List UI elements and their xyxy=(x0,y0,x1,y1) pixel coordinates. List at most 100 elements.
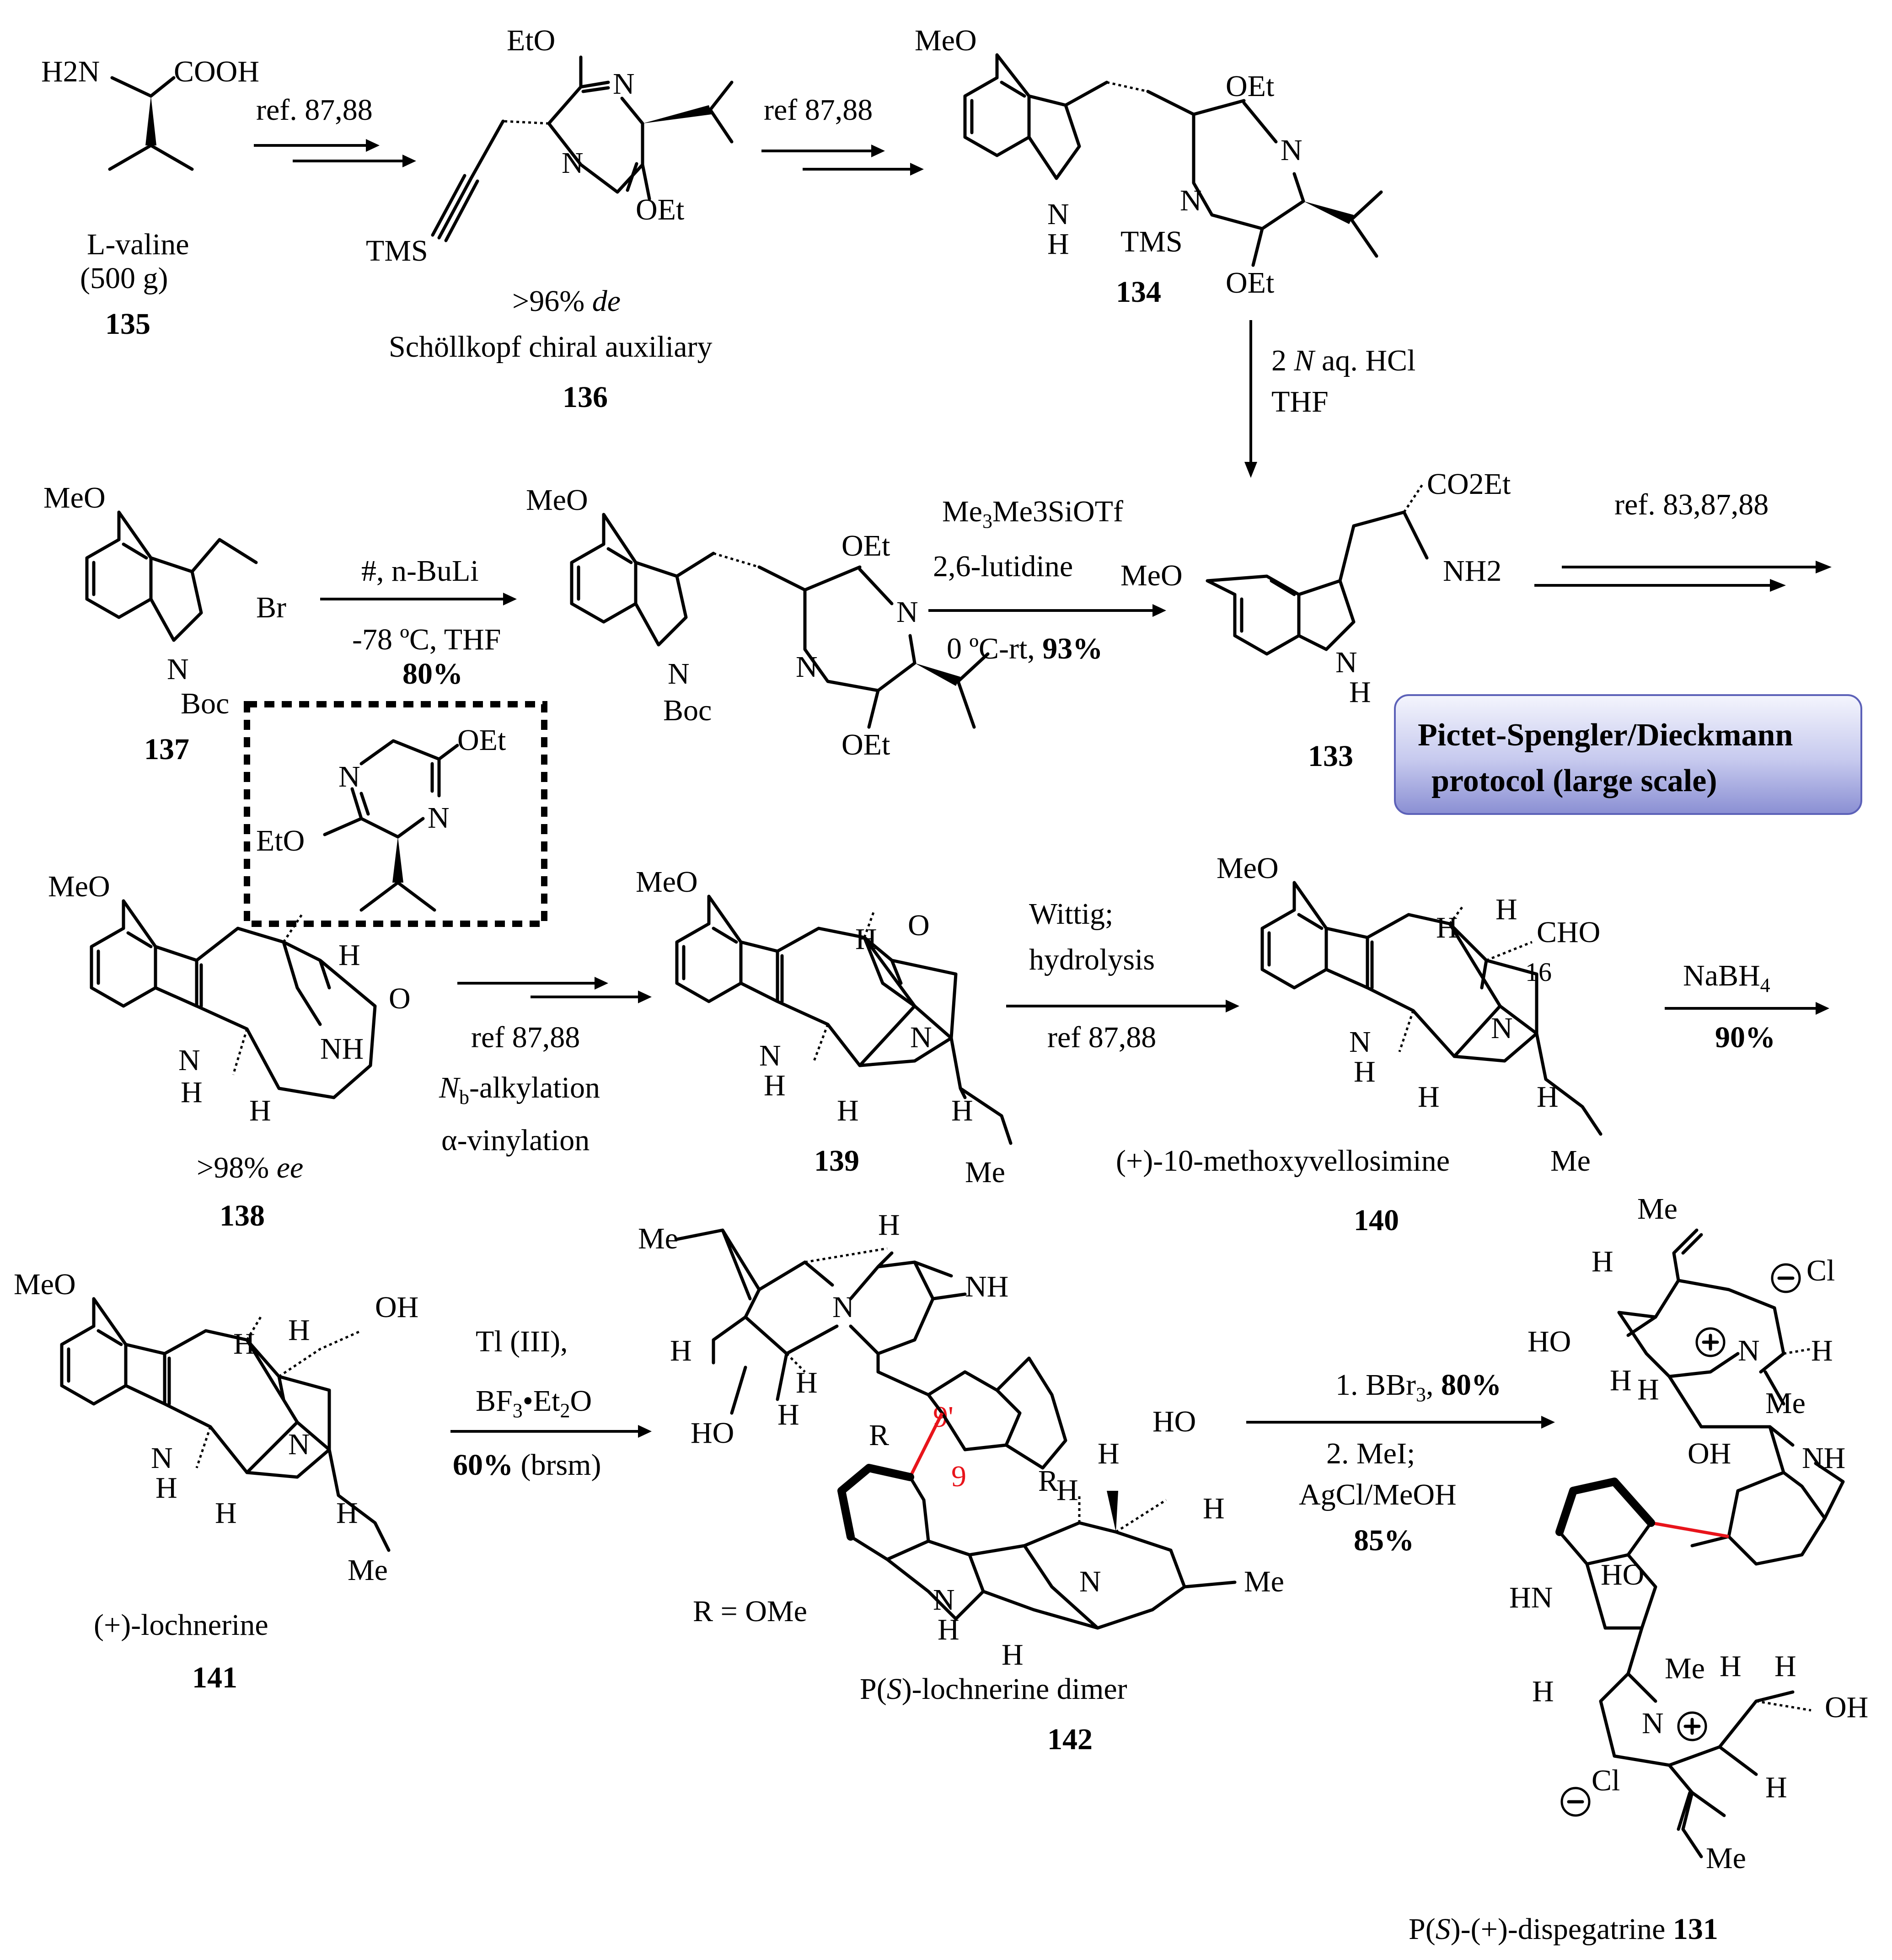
r-substituent: R xyxy=(1038,1464,1058,1498)
arrow-1: ref. 87,88 xyxy=(254,93,416,167)
ee-value: >98% ee xyxy=(197,1151,303,1184)
hydrogen-label: H xyxy=(288,1313,310,1347)
conditions-label: -78 ºC, THF xyxy=(352,623,501,656)
arrow-11: 1. BBr3, 80% 2. MeI; AgCl/MeOH 85% xyxy=(1246,1368,1555,1557)
arrow-4: #, n-BuLi -78 ºC, THF 80% xyxy=(320,554,517,691)
methoxy-label: MeO xyxy=(43,481,106,514)
compound-141: MeO H H OH N N H H H Me (+)-lochnerine 1… xyxy=(14,1268,418,1694)
reagent-label: hydrolysis xyxy=(1029,943,1155,976)
hydroxyl-label: OH xyxy=(1688,1437,1731,1470)
hydrogen-label: H xyxy=(1495,893,1517,926)
methoxy-label: MeO xyxy=(526,483,588,517)
de-value: >96% de xyxy=(512,284,621,318)
position-9: 9 xyxy=(951,1460,966,1493)
positive-charge-icon xyxy=(1695,1327,1726,1357)
ethoxy-bottom: OEt xyxy=(636,193,684,226)
ketone-oxygen: O xyxy=(389,982,411,1015)
arrow-6: ref. 83,87,88 xyxy=(1534,488,1832,592)
indole-hydrogen: H xyxy=(938,1613,959,1646)
reference-label: ref 87,88 xyxy=(1047,1021,1156,1054)
hydroxyl-label: HO xyxy=(691,1416,734,1450)
bridge-nitrogen: N xyxy=(832,1291,854,1324)
amine-label: NH2 xyxy=(1443,554,1501,588)
protocol-callout: Pictet-Spengler/Dieckmann protocol (larg… xyxy=(1394,694,1862,815)
compound-139: MeO O H N N H H H Me 139 xyxy=(636,865,1013,1189)
tms-label: TMS xyxy=(1120,225,1183,258)
ethoxy-bottom: OEt xyxy=(841,728,890,761)
chloride-label: Cl xyxy=(1806,1254,1835,1287)
indole-hydrogen: H xyxy=(155,1471,177,1505)
hydrogen-label: H xyxy=(336,1496,358,1530)
indole-nitrogen: N xyxy=(151,1441,173,1475)
bridge-nitrogen: N xyxy=(1079,1565,1101,1598)
hydroxyl-label: OH xyxy=(375,1291,418,1324)
amine-label: H2N xyxy=(41,55,100,88)
reagent-label: #, n-BuLi xyxy=(361,554,479,588)
methoxy-label: MeO xyxy=(1217,851,1279,885)
ester-label: CO2Et xyxy=(1427,467,1511,501)
ammonium-nitrogen: N xyxy=(1642,1707,1664,1740)
indole-nitrogen: N xyxy=(178,1044,200,1077)
hydrogen-label: H xyxy=(1774,1649,1796,1683)
compound-number: 139 xyxy=(814,1144,859,1178)
compound-number: 137 xyxy=(144,733,189,766)
compound-number: 138 xyxy=(220,1199,265,1232)
arrow-label: ref. 87,88 xyxy=(256,93,373,127)
hydrogen-label: H xyxy=(1056,1473,1078,1507)
ring-nitrogen: N xyxy=(1281,134,1302,167)
hydrogen-label: H xyxy=(855,922,877,956)
callout-line-2: protocol (large scale) xyxy=(1431,763,1717,798)
lewis-acid-label: BF3•Et2O xyxy=(476,1384,592,1422)
arrow-7: ref 87,88 Nb-alkylation α-vinylation xyxy=(439,977,652,1157)
hydrogen-label: H xyxy=(233,1327,255,1360)
bromide-label: Br xyxy=(256,591,286,624)
arrow-9: NaBH4 90% xyxy=(1665,959,1829,1054)
methyl-label: Me xyxy=(1244,1565,1284,1598)
hydrogen-label: H xyxy=(1610,1364,1632,1397)
callout-line-1: Pictet-Spengler/Dieckmann xyxy=(1418,718,1793,753)
ethoxy-right: OEt xyxy=(457,723,506,757)
indole-nitrogen: N xyxy=(167,653,189,686)
hydrogen-label: H xyxy=(1811,1334,1833,1367)
aldehyde-label: CHO xyxy=(1537,916,1600,949)
indole-nitrogen: N xyxy=(933,1583,955,1617)
negative-charge-icon xyxy=(1771,1263,1801,1293)
hydrogen-label: H xyxy=(670,1334,692,1367)
reagent-label: NaBH4 xyxy=(1683,959,1770,996)
boc-label: Boc xyxy=(181,687,229,720)
hydrogen-label: H xyxy=(777,1398,799,1431)
methoxy-label: MeO xyxy=(48,870,110,903)
n-methyl-label: Me xyxy=(1665,1652,1705,1685)
yield-label: 85% xyxy=(1354,1524,1414,1557)
auxiliary-inset: OEt EtO N N xyxy=(244,701,547,927)
auxiliary-name: Schöllkopf chiral auxiliary xyxy=(389,330,712,364)
hydroxyl-label: HO xyxy=(1528,1325,1571,1358)
compound-number: 142 xyxy=(1047,1723,1093,1756)
bridge-nitrogen: N xyxy=(1491,1012,1513,1045)
indole-hydrogen: H xyxy=(764,1069,786,1102)
compound-name: L-valine xyxy=(87,228,189,261)
step-1-label: 1. BBr3, 80% xyxy=(1335,1368,1501,1406)
callout-background xyxy=(1394,694,1862,815)
vinylation-label: α-vinylation xyxy=(441,1124,590,1157)
ethoxy-left: EtO xyxy=(256,824,305,857)
ethoxy-top: OEt xyxy=(1226,70,1274,103)
arrow-3: 2 N aq. HCl THF xyxy=(1244,320,1415,478)
hydrogen-label: H xyxy=(878,1208,900,1242)
compound-number: 133 xyxy=(1308,739,1353,773)
indole-hydrogen: H xyxy=(181,1076,203,1109)
methyl-label: Me xyxy=(638,1222,678,1255)
hydrogen-label: H xyxy=(951,1094,973,1127)
scale-label: (500 g) xyxy=(80,262,168,295)
yield-label: 60% (brsm) xyxy=(453,1448,601,1482)
ethoxy-bottom: OEt xyxy=(1226,266,1274,300)
arrow-label: ref. 83,87,88 xyxy=(1614,488,1769,521)
ammonium-nitrogen: N xyxy=(1738,1334,1760,1367)
hydrogen-label: H xyxy=(1637,1373,1659,1406)
arrow-8: Wittig; hydrolysis ref 87,88 xyxy=(1006,897,1239,1054)
methyl-label: Me xyxy=(348,1553,388,1587)
reagent-label: 2 N aq. HCl xyxy=(1271,344,1415,377)
hydrogen-label: H xyxy=(837,1094,859,1127)
reference-label: ref 87,88 xyxy=(471,1021,580,1054)
compound-name: P(S)-lochnerine dimer xyxy=(860,1672,1127,1706)
